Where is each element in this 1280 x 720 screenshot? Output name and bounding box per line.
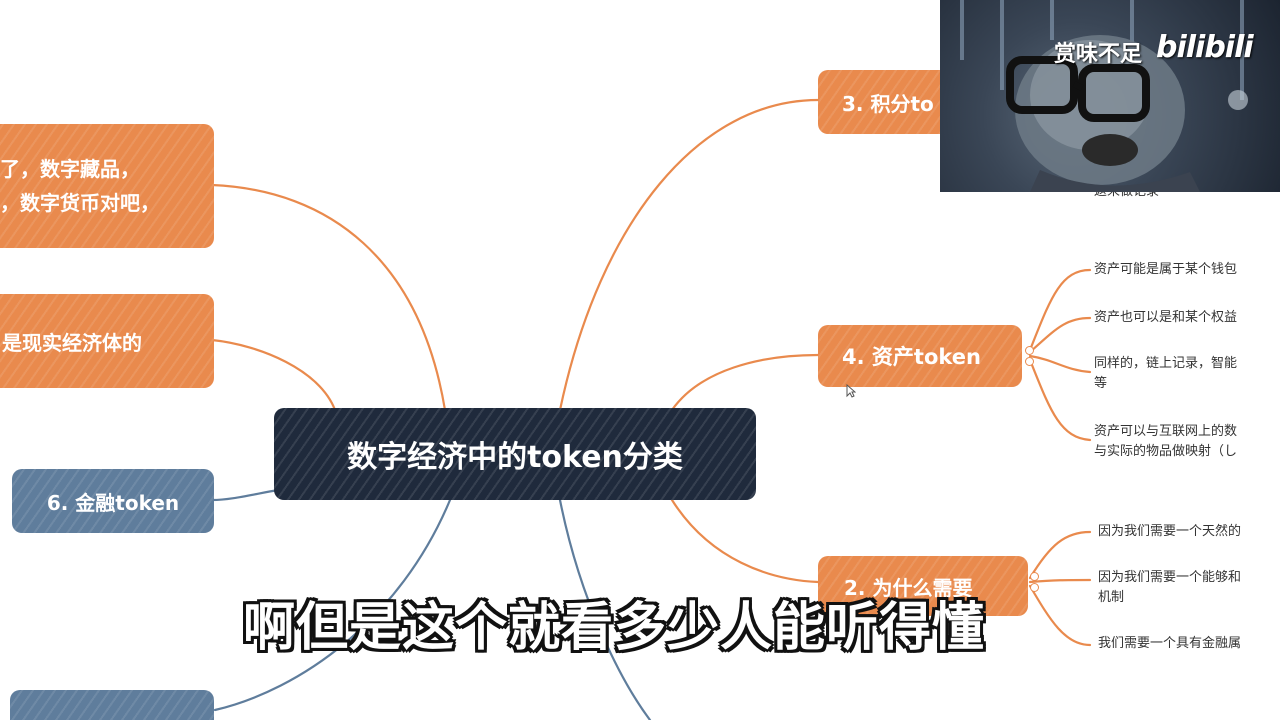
why-needed-label: 2. 为什么需要: [844, 575, 973, 600]
link-why-note-3: [1028, 584, 1092, 647]
link-to-bottom-center: [558, 498, 652, 720]
mouse-cursor-icon: [846, 384, 856, 398]
link-to-bottom-left: [213, 498, 452, 712]
left-node-top[interactable]: 了，数字藏品， ，数字货币对吧，: [0, 124, 214, 248]
bilibili-watermark: bilibili: [1156, 30, 1254, 65]
link-why-note-2: [1028, 578, 1092, 584]
presenter-image: [1006, 35, 1248, 192]
points-token-label: 3. 积分to: [842, 91, 934, 116]
central-topic[interactable]: 数字经济中的token分类: [274, 408, 756, 500]
link-asset-note-3: [1028, 354, 1092, 374]
why-collapse-toggle[interactable]: [1028, 572, 1041, 594]
asset-note-1: 资产可能是属于某个钱包: [1094, 262, 1238, 277]
central-topic-label: 数字经济中的token分类: [347, 440, 683, 475]
left-node-top-line2: ，数字货币对吧，: [0, 191, 160, 215]
link-to-left-top: [210, 183, 447, 412]
finance-token-label: 6. 金融token: [46, 490, 180, 515]
left-node-middle-label: 是现实经济体的: [2, 330, 142, 355]
link-asset-note-2: [1028, 316, 1092, 354]
asset-note-3-cont: 等: [1094, 376, 1108, 391]
left-node-top-line1: 了，数字藏品，: [0, 157, 140, 181]
bottom-left-node[interactable]: [10, 690, 214, 720]
link-to-points: [558, 98, 820, 412]
asset-note-2: 资产也可以是和某个权益: [1094, 310, 1238, 325]
asset-note-4: 资产可以与互联网上的数: [1094, 424, 1238, 439]
why-note-3: 我们需要一个具有金融属: [1098, 636, 1242, 651]
asset-note-4-cont: 与实际的物品做映射（し: [1094, 444, 1238, 459]
video-title: 赏味不足: [1054, 42, 1143, 67]
link-asset-note-1: [1028, 268, 1092, 352]
video-subtitle: 啊但是这个就看多少人能听得懂: [243, 598, 986, 658]
link-to-asset: [670, 353, 820, 412]
why-note-2-cont: 机制: [1098, 590, 1125, 605]
why-note-2: 因为我们需要一个能够和: [1098, 570, 1242, 585]
left-node-middle[interactable]: 是现实经济体的: [0, 294, 214, 388]
link-to-why: [670, 498, 820, 584]
link-why-note-1: [1028, 530, 1092, 580]
finance-token-node[interactable]: 6. 金融token: [12, 469, 214, 533]
link-to-finance: [210, 488, 280, 502]
asset-token-label: 4. 资产token: [842, 345, 981, 369]
asset-note-3: 同样的，链上记录，智能: [1094, 356, 1238, 371]
link-to-left-mid: [210, 338, 337, 412]
video-overlay: 赏味不足 bilibili: [940, 0, 1280, 192]
why-needed-node[interactable]: 2. 为什么需要: [818, 556, 1028, 616]
link-asset-note-4: [1028, 358, 1092, 442]
why-note-1: 因为我们需要一个天然的: [1098, 524, 1242, 539]
asset-collapse-toggle[interactable]: [1023, 346, 1036, 368]
asset-token-node[interactable]: 4. 资产token: [818, 325, 1022, 387]
